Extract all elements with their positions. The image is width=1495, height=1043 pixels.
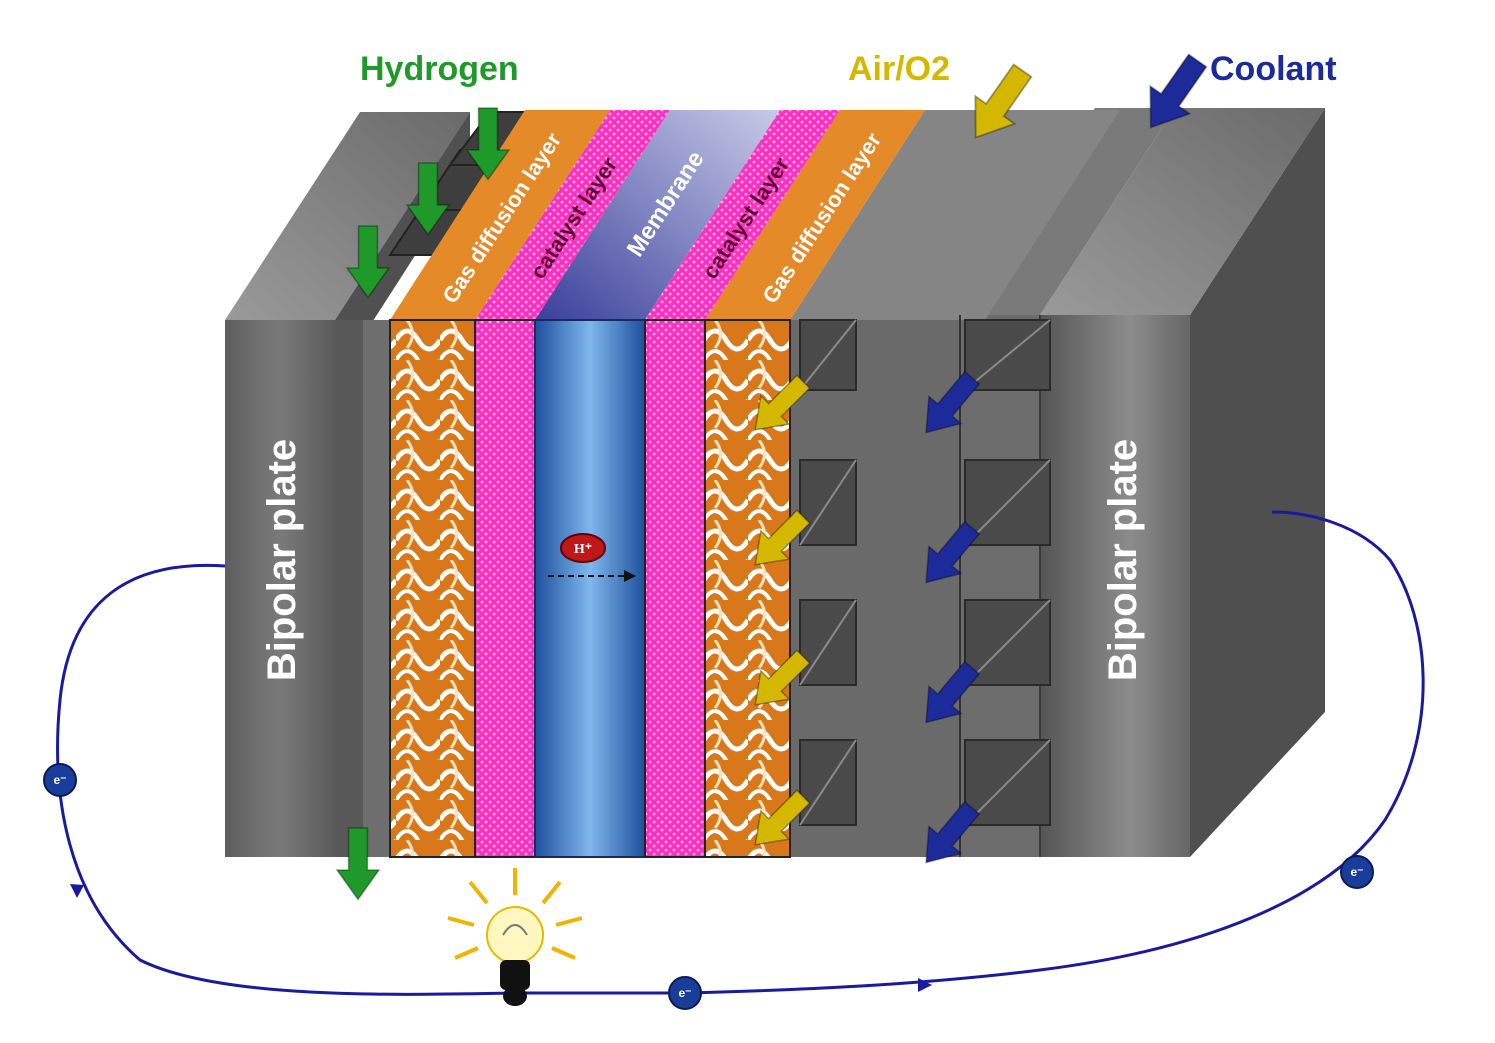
light-bulb-icon xyxy=(447,868,583,1006)
hydrogen-inlet-arrow-icon xyxy=(465,107,511,181)
air-flow-arrow-icon xyxy=(754,374,811,431)
air-flow-arrow-icon xyxy=(754,649,811,706)
hydrogen-label: Hydrogen xyxy=(360,50,519,88)
svg-text:e⁻: e⁻ xyxy=(53,773,66,787)
proton-icon: H⁺ xyxy=(548,533,636,582)
electron-icon: e⁻ xyxy=(43,763,77,797)
external-circuit: e⁻ e⁻ e⁻ xyxy=(43,510,1425,1010)
left-bipolar-plate-label: Bipolar plate xyxy=(260,439,304,681)
hydrogen-outlet-arrow-icon xyxy=(335,827,381,901)
current-direction-arrow xyxy=(70,884,84,898)
coolant-flow-arrow-icon xyxy=(925,660,981,724)
svg-text:e⁻: e⁻ xyxy=(678,986,691,1000)
coolant-flow-arrow-icon xyxy=(925,800,981,864)
coolant-flow-arrow-icon xyxy=(925,520,981,584)
flow-arrows xyxy=(335,53,1208,901)
current-direction-arrow xyxy=(918,978,932,992)
coolant-flow-arrow-icon xyxy=(925,370,981,434)
right-catalyst-layer: catalyst layer xyxy=(644,110,840,858)
hydrogen-inlet-arrow-icon xyxy=(405,162,451,236)
air-flow-arrow-icon xyxy=(754,789,811,846)
hydrogen-inlet-arrow-icon xyxy=(345,225,391,299)
proton-label: H⁺ xyxy=(574,542,592,557)
air-inlet-arrow-icon xyxy=(974,63,1033,139)
right-bipolar-plate-label: Bipolar plate xyxy=(1101,439,1145,681)
right-bipolar-plate: Bipolar plate xyxy=(790,108,1325,857)
electron-icon: e⁻ xyxy=(1340,855,1374,889)
left-bipolar-plate: Bipolar plate xyxy=(225,111,543,857)
svg-text:e⁻: e⁻ xyxy=(1350,865,1363,879)
air-label: Air/O2 xyxy=(848,50,950,88)
electron-icon: e⁻ xyxy=(668,976,702,1010)
air-flow-arrow-icon xyxy=(754,509,811,566)
circuit-wire xyxy=(56,510,1425,996)
coolant-inlet-arrow-icon xyxy=(1149,53,1208,129)
coolant-label: Coolant xyxy=(1210,50,1337,88)
